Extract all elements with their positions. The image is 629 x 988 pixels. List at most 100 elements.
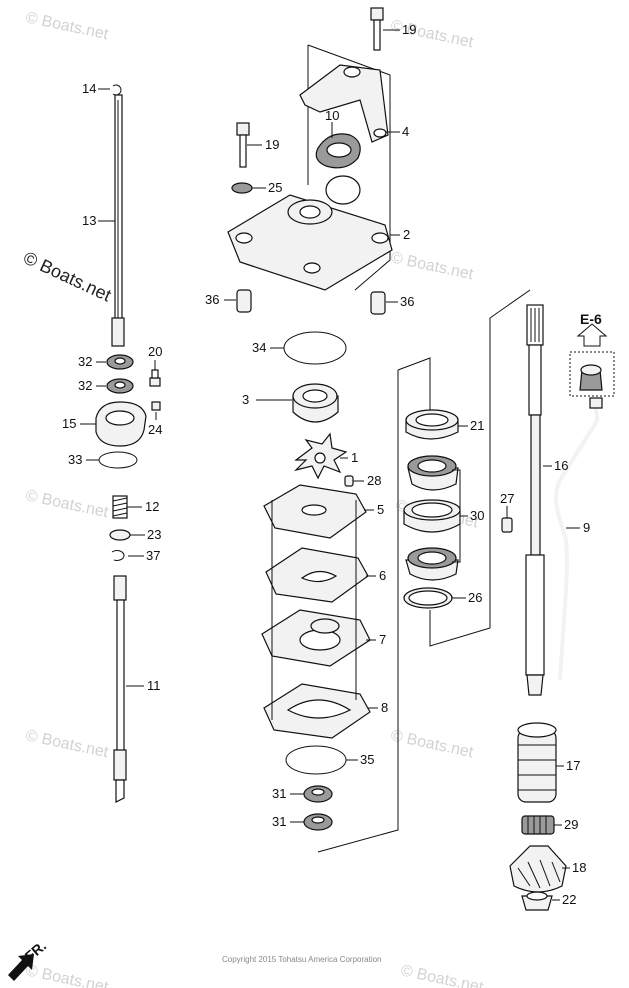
callout-4: 4 [402,124,409,139]
part-37-clip [111,550,125,561]
callout-29: 29 [564,817,578,832]
part-14-clip [112,84,122,96]
callout-30: 30 [470,508,484,523]
part-10-grommet [315,133,361,169]
part-25-washer [231,182,253,194]
callout-23: 23 [147,527,161,542]
leader-lines [80,29,580,901]
part-2-pump-case [227,175,393,291]
part-19-bolt-upper [370,7,384,51]
part-7-pump-base [261,609,371,667]
callout-17: 17 [566,758,580,773]
callout-35: 35 [360,752,374,767]
reference-marker: E-6 [580,311,602,327]
callout-20: 20 [148,344,162,359]
part-32-seal-upper [106,354,134,370]
part-32-seal-lower [106,378,134,394]
part-22-nut [521,891,553,911]
callout-19: 19 [402,22,416,37]
callout-25: 25 [268,180,282,195]
part-28-key [344,475,354,487]
part-9-tube-end [589,397,603,409]
callout-24: 24 [148,422,162,437]
part-1-impeller [294,432,348,480]
part-26-shim [403,587,453,609]
callout-3: 3 [242,392,249,407]
water-pump-assembly [227,7,431,853]
callout-9: 9 [583,520,590,535]
part-36-dowel-left [236,289,252,313]
leader-box [429,318,491,647]
callout-33: 33 [68,452,82,467]
callout-32: 32 [78,354,92,369]
callout-36: 36 [400,294,414,309]
leader-box [489,289,531,319]
watermark: © Boats.net [399,962,485,988]
leader-box [307,44,391,291]
part-11-rod [113,575,127,803]
callout-18: 18 [572,860,586,875]
part-20-bolt [149,369,161,387]
callout-8: 8 [381,700,388,715]
watermark: © Boats.net [389,249,475,283]
watermark-dark: © Boats.net [20,247,114,305]
front-arrow-icon [8,954,34,981]
part-17-bellows [517,722,557,803]
part-23-washer [109,529,131,541]
callout-14: 14 [82,81,96,96]
part-3-impeller-insert [292,383,339,423]
callout-22: 22 [562,892,576,907]
part-13-rod-end [111,317,125,347]
watermark: © Boats.net [24,9,110,43]
watermark-layer: © Boats.net © Boats.net © Boats.net © Bo… [20,9,485,988]
callout-31: 31 [272,814,286,829]
part-12-spring [112,495,128,519]
callout-10: 10 [325,108,339,123]
callout-12: 12 [145,499,159,514]
part-24-nut [151,401,161,411]
callout-26: 26 [468,590,482,605]
callout-13: 13 [82,213,96,228]
leader-box [397,357,431,420]
callout-19: 19 [265,137,279,152]
part-19-bolt-lower [236,122,250,168]
part-30-bearing-lower [405,547,459,581]
part-5-gasket [263,484,367,539]
callout-31: 31 [272,786,286,801]
part-30-race [403,499,461,533]
callout-5: 5 [377,502,384,517]
part-36-dowel-right [370,291,386,315]
bearing-assembly [403,289,531,647]
part-6-plate [265,547,369,603]
part-31-seal-upper [303,785,333,803]
watermark: © Boats.net [24,727,110,761]
callout-36: 36 [205,292,219,307]
drive-shaft-assembly [509,304,615,911]
callout-37: 37 [146,548,160,563]
callout-32: 32 [78,378,92,393]
up-arrow-icon [576,323,608,347]
reference-grommet [569,351,615,397]
leader-box [317,370,399,853]
part-15-housing [95,401,147,447]
callout-2: 2 [403,227,410,242]
callout-28: 28 [367,473,381,488]
watermark: © Boats.net [389,727,475,761]
callout-11: 11 [147,678,161,693]
callout-6: 6 [379,568,386,583]
part-31-seal-lower [303,813,333,831]
part-30-bearing-upper [407,455,459,491]
part-29-needle-bearing [521,815,555,835]
part-33-o-ring [98,451,138,469]
part-34-o-ring [283,331,347,365]
watermark: © Boats.net [24,487,110,521]
callout-labels: 14 13 32 32 20 15 24 33 12 23 37 11 19 4… [62,22,602,907]
part-27-key [501,517,513,533]
callout-1: 1 [351,450,358,465]
part-16-drive-shaft [525,304,545,696]
part-8-gasket [263,683,371,739]
part-21-ring-nut [405,409,459,440]
callout-21: 21 [470,418,484,433]
shift-rod-assembly [95,84,161,803]
part-18-pinion-gear [509,845,567,893]
